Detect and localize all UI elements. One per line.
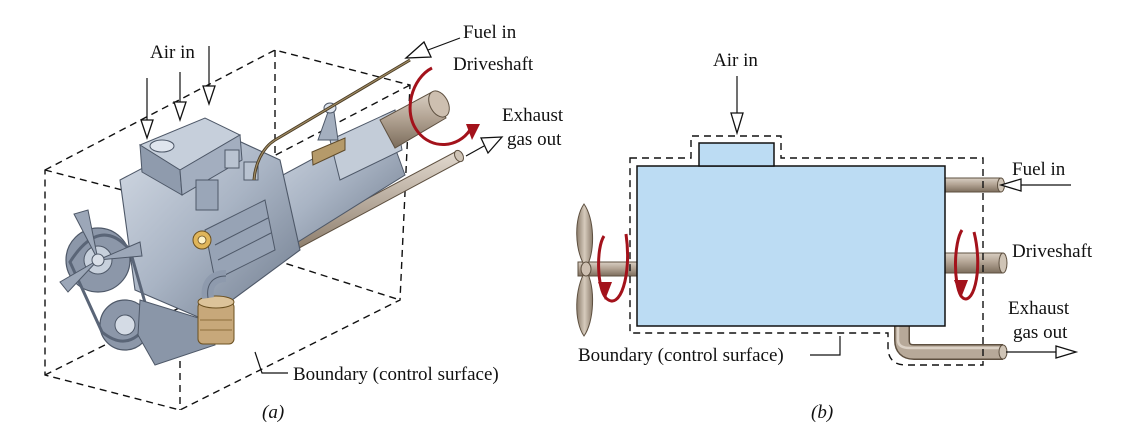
exhaust-arrowhead-b <box>1055 345 1079 359</box>
rotation-arrow-left-b <box>597 233 630 303</box>
rotation-arrowhead-right-b <box>954 280 968 298</box>
air-intake-b <box>698 142 775 167</box>
engine-illustration <box>59 90 450 366</box>
air-in-arrows-a <box>140 46 216 141</box>
control-surface-outline-b <box>629 135 984 366</box>
exhaust-out-arrow-b <box>1006 345 1079 359</box>
cooling-fan <box>59 209 143 293</box>
air-in-label-b: Air in <box>713 50 758 71</box>
driveshaft-label-b: Driveshaft <box>1012 241 1093 262</box>
fuel-in-arrow-a <box>404 37 461 59</box>
air-in-arrow-b <box>730 76 744 136</box>
propeller-shaft-b <box>576 203 639 337</box>
exhaust-label-line2-a: gas out <box>507 129 562 150</box>
fuel-in-arrowhead-a <box>404 40 433 59</box>
exhaust-out-arrow-a <box>465 136 504 157</box>
air-in-arrowhead-b <box>730 112 744 136</box>
fuel-in-label-a: Fuel in <box>463 22 517 43</box>
air-in-arrowhead-1 <box>140 119 154 141</box>
boundary-label-a: Boundary (control surface) <box>293 364 499 385</box>
driveshaft-b <box>944 252 1008 274</box>
fuel-tube-b <box>944 177 1005 193</box>
driveshaft-label-a: Driveshaft <box>453 54 534 75</box>
fuel-in-arrowhead-b <box>998 178 1022 192</box>
boundary-leader-b <box>810 336 841 356</box>
boundary-label-b: Boundary (control surface) <box>578 345 784 366</box>
figure-a: Air in Fuel in Driveshaft Exhaust gas ou… <box>44 22 564 423</box>
rotation-arrowhead-left-b <box>598 282 612 300</box>
exhaust-arrowhead-a <box>480 136 504 155</box>
air-in-arrowhead-2 <box>173 101 187 123</box>
boundary-leader-a <box>254 351 288 374</box>
exhaust-label-line1-b: Exhaust <box>1008 298 1070 319</box>
exhaust-label-line2-b: gas out <box>1013 322 1068 343</box>
rotation-arrowhead-a <box>466 124 480 140</box>
propeller <box>576 203 594 337</box>
caption-b: (b) <box>811 402 833 423</box>
caption-a: (a) <box>262 402 284 423</box>
rotation-arrow-a <box>408 66 480 146</box>
engine-block-b <box>636 165 946 327</box>
figure-b: Air in Fuel in Driveshaft Exhaust gas ou… <box>576 50 1093 423</box>
rotation-arrow-right-b <box>953 229 980 301</box>
exhaust-label-line1-a: Exhaust <box>502 105 564 126</box>
fuel-in-label-b: Fuel in <box>1012 159 1066 180</box>
fuel-in-arrow-b <box>998 178 1071 192</box>
air-in-arrowhead-3 <box>202 85 216 107</box>
air-in-label-a: Air in <box>150 42 195 63</box>
